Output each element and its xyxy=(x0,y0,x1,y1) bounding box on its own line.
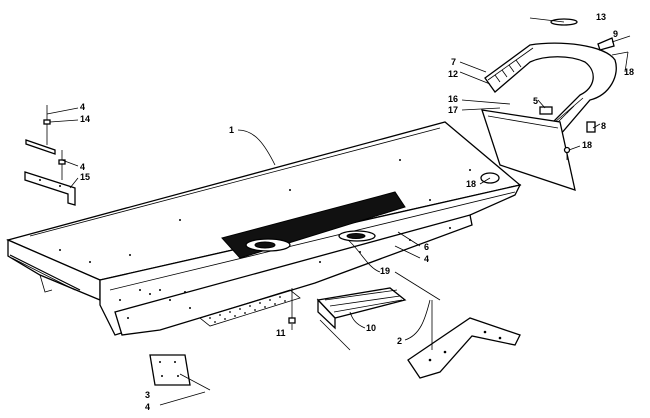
callout-15: 15 xyxy=(80,172,90,182)
callout-4: 4 xyxy=(80,102,85,112)
fastener-11 xyxy=(288,288,296,324)
callout-7: 7 xyxy=(451,57,456,67)
tunnel-assembly xyxy=(6,121,522,336)
callout-18: 18 xyxy=(582,140,592,150)
callout-2: 2 xyxy=(397,336,402,346)
callout-3: 3 xyxy=(145,390,150,400)
callout-13: 13 xyxy=(596,12,606,22)
callout-6: 6 xyxy=(424,242,429,252)
callout-10: 10 xyxy=(366,323,376,333)
callout-12: 12 xyxy=(448,69,458,79)
footrest-10 xyxy=(316,287,407,330)
bracket-2 xyxy=(407,317,521,379)
callout-9: 9 xyxy=(613,29,618,39)
callout-18: 18 xyxy=(466,179,476,189)
fastener-14 xyxy=(25,105,66,180)
callout-14: 14 xyxy=(80,114,90,124)
callout-4: 4 xyxy=(80,162,85,172)
callout-4: 4 xyxy=(424,254,429,264)
callout-16: 16 xyxy=(448,94,458,104)
rear-flap xyxy=(480,51,629,191)
plate-3 xyxy=(149,354,211,391)
leader-lines xyxy=(46,17,631,406)
callout-18: 18 xyxy=(624,67,634,77)
callout-11: 11 xyxy=(276,328,286,338)
callout-17: 17 xyxy=(448,105,458,115)
callout-labels: 1 2 3 4 4 4 4 5 6 7 8 9 10 11 12 13 14 1… xyxy=(80,12,634,412)
callout-19: 19 xyxy=(380,266,390,276)
callout-1: 1 xyxy=(229,125,234,135)
rivet-pattern xyxy=(59,159,471,319)
callout-8: 8 xyxy=(601,121,606,131)
callout-4: 4 xyxy=(145,402,150,412)
perforation-pattern xyxy=(209,296,286,323)
bracket-15 xyxy=(24,171,76,206)
callout-5: 5 xyxy=(533,96,538,106)
